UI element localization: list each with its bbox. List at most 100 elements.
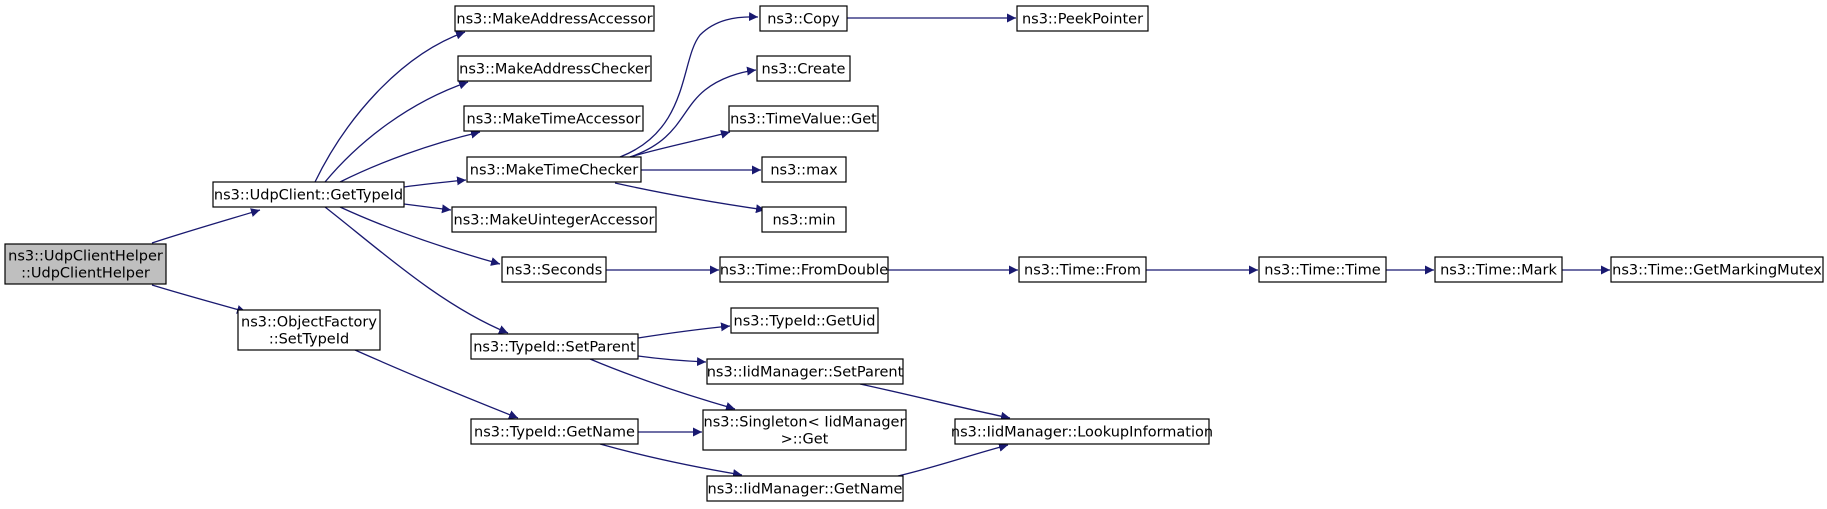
edge-root-to-getTypeId [151,208,261,244]
node-label: ns3::Singleton< IidManager [704,415,906,431]
node-makeAddrAcc[interactable]: ns3::MakeAddressAccessor [454,5,655,32]
edge-makeTimeChk-to-tvGet [629,129,731,158]
node-label: ns3::IidManager::SetParent [707,365,904,381]
node-box [237,309,381,351]
node-label: ::UdpClientHelper [21,266,150,282]
edge-getTypeId-to-makeTimeAcc [339,129,481,183]
node-setParent[interactable]: ns3::TypeId::SetParent [470,333,639,360]
node-label: ::SetTypeId [269,332,349,348]
node-box [1434,256,1563,283]
node-box [457,55,652,82]
node-label: ns3::PeekPointer [1022,12,1143,28]
node-label: ns3::UdpClientHelper [8,249,163,265]
node-box [470,418,639,445]
node-fromDouble[interactable]: ns3::Time::FromDouble [719,256,889,283]
node-singleton[interactable]: ns3::Singleton< IidManager >::Get [702,409,907,451]
edge-getTypeId-to-makeAddrAcc [314,30,466,183]
node-copy[interactable]: ns3::Copy [759,5,848,32]
node-timeMark[interactable]: ns3::Time::Mark [1434,256,1563,283]
node-box [730,307,879,334]
node-peekPointer[interactable]: ns3::PeekPointer [1016,5,1149,32]
edge-setParent-to-singleton [589,358,736,411]
edge-getTypeId-to-makeTimeChk [403,176,467,188]
node-box [761,206,847,233]
node-getTypeId[interactable]: ns3::UdpClient::GetTypeId [212,181,405,208]
edge-getTypeId-to-setParent [324,206,509,334]
node-label: ns3::MakeTimeAccessor [467,112,641,128]
nodes-layer: ns3::UdpClientHelper::UdpClientHelperns3… [4,5,1824,502]
node-objFactory[interactable]: ns3::ObjectFactory::SetTypeId [237,309,381,351]
node-max[interactable]: ns3::max [761,156,847,183]
node-box [212,181,405,208]
edge-root-to-objFactory [151,284,247,314]
node-iidGetName[interactable]: ns3::IidManager::GetName [706,475,904,502]
node-label: ns3::UdpClient::GetTypeId [214,188,403,204]
node-getName[interactable]: ns3::TypeId::GetName [470,418,639,445]
node-label: ns3::Time::FromDouble [720,263,888,279]
node-box [501,256,607,283]
node-label: ns3::Copy [767,12,840,28]
node-label: ns3::Time::Mark [1440,263,1557,279]
node-box [728,105,879,132]
node-label: ns3::Time::Time [1264,263,1381,279]
node-lookupInfo[interactable]: ns3::IidManager::LookupInformation [951,418,1213,445]
node-label: ns3::MakeTimeChecker [470,163,638,179]
node-box [954,418,1210,445]
node-makeTimeChk[interactable]: ns3::MakeTimeChecker [466,156,642,183]
node-box [451,206,657,233]
node-label: ns3::Time::From [1024,263,1141,279]
node-root[interactable]: ns3::UdpClientHelper::UdpClientHelper [4,243,167,285]
node-label: >::Get [781,432,829,448]
node-label: ns3::MakeAddressAccessor [456,12,652,28]
edge-setParent-to-getUid [637,322,731,339]
node-makeTimeAcc[interactable]: ns3::MakeTimeAccessor [463,105,644,132]
edge-getTypeId-to-seconds [339,206,501,266]
node-box [463,105,644,132]
node-box [702,409,907,451]
node-label: ns3::TypeId::SetParent [473,340,636,356]
node-timeFrom[interactable]: ns3::Time::From [1018,256,1147,283]
edge-iidSetParent-to-lookupInfo [859,383,1011,421]
node-label: ns3::min [772,213,835,229]
node-box [706,475,904,502]
node-timeTime[interactable]: ns3::Time::Time [1258,256,1387,283]
node-box [470,333,639,360]
node-box [1258,256,1387,283]
node-label: ns3::TimeValue::Get [730,112,877,128]
node-min[interactable]: ns3::min [761,206,847,233]
node-label: ns3::max [770,163,838,179]
node-tvGet[interactable]: ns3::TimeValue::Get [728,105,879,132]
node-create[interactable]: ns3::Create [756,55,851,82]
node-box [1018,256,1147,283]
edge-setParent-to-iidSetParent [637,355,707,367]
node-label: ns3::IidManager::GetName [708,482,903,498]
node-iidSetParent[interactable]: ns3::IidManager::SetParent [706,358,904,385]
edge-getTypeId-to-makeUintAcc [403,203,452,214]
node-label: ns3::Create [762,62,846,78]
edge-makeTimeChk-to-create [629,66,757,158]
node-box [4,243,167,285]
node-makeUintAcc[interactable]: ns3::MakeUintegerAccessor [451,206,657,233]
node-label: ns3::TypeId::GetName [474,425,635,441]
node-box [454,5,655,32]
edge-iidGetName-to-lookupInfo [897,442,1009,477]
node-label: ns3::IidManager::LookupInformation [951,425,1213,441]
node-box [1016,5,1149,32]
node-label: ns3::MakeUintegerAccessor [454,213,655,229]
edge-getTypeId-to-makeAddrChk [324,80,469,183]
edges-layer [151,12,1610,478]
node-seconds[interactable]: ns3::Seconds [501,256,607,283]
edge-getName-to-iidGetName [599,443,743,478]
node-getUid[interactable]: ns3::TypeId::GetUid [730,307,879,334]
node-box [761,156,847,183]
node-label: ns3::ObjectFactory [241,315,377,331]
edge-makeTimeChk-to-copy [619,12,759,158]
node-box [719,256,889,283]
node-label: ns3::TypeId::GetUid [734,314,876,330]
node-markingMutex[interactable]: ns3::Time::GetMarkingMutex [1610,256,1824,283]
node-makeAddrChk[interactable]: ns3::MakeAddressChecker [457,55,652,82]
edge-objFactory-to-getName [354,349,519,419]
edge-makeTimeChk-to-min [614,182,766,214]
node-box [759,5,848,32]
